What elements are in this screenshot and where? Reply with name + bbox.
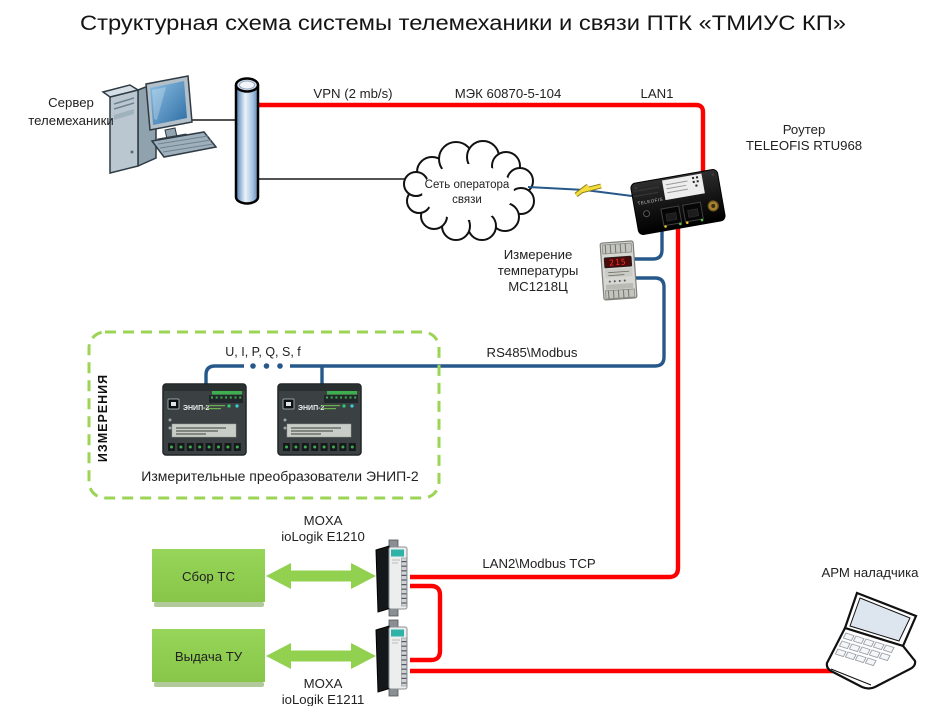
- sensor-display: [603, 255, 633, 269]
- server-computer-icon: [101, 75, 218, 174]
- moxa-accent: [391, 549, 404, 557]
- rs485-link-label: RS485\Modbus: [487, 345, 578, 360]
- vydacha-tu-box: Выдача ТУ: [152, 629, 265, 687]
- router-temp-blue-link: [634, 218, 664, 261]
- moxa-device-2: [375, 619, 408, 697]
- router-device: TELEOFIS: [630, 169, 726, 235]
- lan2-link-label: LAN2\Modbus TCP: [482, 556, 596, 571]
- arm-laptop-icon: [825, 591, 918, 690]
- sensor-display-value: 215: [609, 257, 627, 267]
- vydacha-tu-label: Выдача ТУ: [175, 649, 243, 664]
- server-label-line2: телемеханики: [28, 113, 114, 128]
- temp-label-line2: температуры: [498, 263, 579, 278]
- power-jack: [643, 210, 651, 218]
- enip2-name-text: ЭНИП-2: [298, 405, 324, 412]
- sbor-ts-label: Сбор ТС: [182, 569, 235, 584]
- moxa1-label-line2: ioLogik E1210: [281, 529, 365, 544]
- lan2-red-link: [410, 225, 681, 580]
- arrow-sbor-ts: [266, 563, 376, 589]
- ethernet-ports: [660, 201, 704, 228]
- enip-caption: Измерительные преобразователи ЭНИП-2: [141, 468, 419, 484]
- enip-device-1: ЭНИП-2: [162, 383, 247, 456]
- measurement-group-side-label: ИЗМЕРЕНИЯ: [96, 374, 110, 462]
- arm-label: АРМ наладчика: [821, 565, 919, 580]
- enip2-terminals: [283, 443, 356, 451]
- temp-sensor-device: 215: [599, 240, 638, 301]
- lan1-label: LAN1: [641, 86, 674, 101]
- router-label-line2: TELEOFIS RTU968: [746, 138, 862, 153]
- cloud-label-line2: связи: [452, 194, 482, 206]
- router-brand-text: TELEOFIS: [637, 197, 663, 206]
- cylinder-node: [234, 77, 260, 205]
- enip1-terminals: [168, 443, 241, 451]
- connection-lines: [192, 102, 840, 674]
- lightning-bolt-icon: [574, 183, 602, 197]
- vpn-link-label: VPN (2 mb/s): [313, 86, 392, 101]
- wireless-link: [527, 183, 633, 197]
- cloud-label-line1: Сеть оператора: [425, 179, 510, 191]
- server-label-line1: Сервер: [48, 95, 94, 110]
- router-label-line1: Роутер: [783, 122, 826, 137]
- enip1-name-text: ЭНИП-2: [183, 405, 209, 412]
- router-sticker: [662, 173, 705, 201]
- moxa-bridge-red-link: [410, 583, 443, 663]
- enip-device-2: ЭНИП-2: [277, 383, 362, 456]
- moxa1-label-line1: MOXA: [304, 513, 343, 528]
- bus-dots: [250, 363, 283, 369]
- page-title: Структурная схема системы телемеханики и…: [80, 12, 846, 35]
- network-cloud: Сеть оператора связи: [403, 140, 535, 241]
- laptop-keys: [834, 632, 895, 667]
- moxa2-label-line2: ioLogik E1211: [282, 692, 365, 706]
- signals-label: U, I, P, Q, S, f: [225, 345, 301, 359]
- arrow-vydacha-tu: [266, 643, 376, 669]
- temp-label-line1: Измерение: [504, 247, 573, 262]
- cloud-body: [422, 164, 514, 220]
- rs485-drop-enip1: [204, 364, 244, 384]
- moxa2-label-line1: MOXA: [304, 676, 343, 691]
- moxa-device-1: [375, 539, 408, 617]
- mek-protocol-label: МЭК 60870-5-104: [455, 86, 562, 101]
- temp-label-line3: МС1218Ц: [508, 279, 568, 294]
- sbor-ts-box: Сбор ТС: [152, 549, 265, 607]
- rs485-bus-link: [290, 276, 666, 368]
- moxa-accent: [391, 629, 404, 637]
- vpn-red-link: [258, 102, 706, 185]
